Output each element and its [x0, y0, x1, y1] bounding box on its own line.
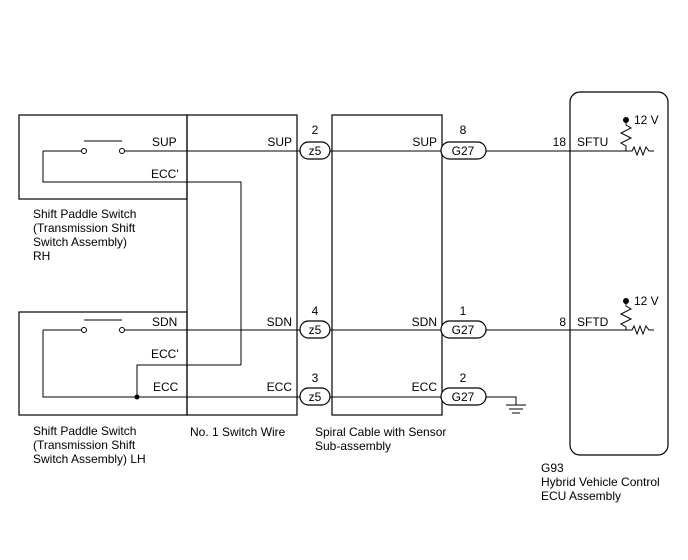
svg-text:Spiral Cable with Sensor: Spiral Cable with Sensor: [315, 425, 446, 439]
switch-lh-contact-right: [119, 327, 125, 333]
pin-number: 2: [460, 371, 467, 385]
connector-label: G27: [452, 323, 475, 337]
ecc-wire-left: [42, 330, 304, 398]
pin-label: SFTU: [577, 135, 608, 149]
pin-label: ECC': [151, 167, 179, 181]
connector-z5-sdn: [299, 320, 331, 339]
pin-number: 8: [559, 315, 566, 329]
connector-z5-sup: [299, 141, 331, 160]
svg-text:Switch Assembly) LH: Switch Assembly) LH: [33, 452, 146, 466]
pin-label: ECC: [267, 380, 293, 394]
switch-rh-contact-right: [119, 148, 125, 154]
pin-number: 2: [312, 123, 319, 137]
connector-label: G27: [452, 390, 475, 404]
ecu-name: G93 Hybrid Vehicle Control ECU Assembly: [541, 461, 660, 503]
pin-number: 18: [553, 135, 567, 149]
ecc-junction-dot: [134, 394, 140, 400]
pin-label: SUP: [267, 135, 292, 149]
switch-lh-name: Shift Paddle Switch (Transmission Shift …: [33, 424, 146, 466]
pin-number: 1: [460, 304, 467, 318]
connector-z5-ecc: [299, 387, 331, 406]
supply-voltage-label: 12 V: [634, 113, 659, 127]
pin-number: 8: [460, 123, 467, 137]
ecc-prime-wire-rh: [42, 151, 242, 365]
spiral-cable-name: Spiral Cable with Sensor Sub-assembly: [315, 425, 446, 453]
switch-lh-contact-left: [81, 327, 87, 333]
connector-label: z5: [309, 144, 322, 158]
switch-rh-contact-left: [81, 148, 87, 154]
pin-number: 4: [312, 304, 319, 318]
pin-label: SUP: [412, 135, 437, 149]
pullup-resistor-sftd: [619, 298, 654, 336]
supply-voltage-label: 12 V: [634, 294, 659, 308]
pin-label: SFTD: [577, 315, 609, 329]
svg-text:RH: RH: [33, 249, 50, 263]
pin-label: ECC: [153, 380, 179, 394]
pin-label: ECC: [412, 380, 438, 394]
svg-text:(Transmission Shift: (Transmission Shift: [33, 438, 136, 452]
svg-text:G93: G93: [541, 461, 564, 475]
ecu-box: [569, 91, 669, 456]
svg-text:Switch Assembly): Switch Assembly): [33, 235, 127, 249]
switch-rh-name: Shift Paddle Switch (Transmission Shift …: [33, 207, 136, 263]
pin-number: 3: [312, 371, 319, 385]
switch-wire-box: [186, 114, 298, 416]
pin-label: ECC': [151, 347, 179, 361]
connector-label: z5: [309, 323, 322, 337]
spiral-cable-box: [331, 114, 443, 416]
connector-label: G27: [452, 144, 475, 158]
switch-rh-box: [18, 114, 188, 200]
pin-label: SDN: [267, 315, 292, 329]
ecc-prime-wire-lh: [136, 364, 241, 397]
connector-g27-ecc: [440, 387, 487, 406]
ground-icon: [506, 404, 526, 414]
ground-wire: [484, 396, 517, 405]
connector-label: z5: [309, 390, 322, 404]
svg-text:ECU Assembly: ECU Assembly: [541, 489, 621, 503]
pin-label: SUP: [152, 135, 177, 149]
svg-text:Hybrid Vehicle Control: Hybrid Vehicle Control: [541, 475, 660, 489]
connector-g27-sup: [440, 141, 487, 160]
svg-text:Shift Paddle Switch: Shift Paddle Switch: [33, 207, 136, 221]
svg-text:(Transmission Shift: (Transmission Shift: [33, 221, 136, 235]
svg-text:Shift Paddle Switch: Shift Paddle Switch: [33, 424, 136, 438]
connector-g27-sdn: [440, 320, 487, 339]
pullup-resistor-sftu: [619, 117, 654, 157]
pin-label: SDN: [412, 315, 437, 329]
svg-text:Sub-assembly: Sub-assembly: [315, 439, 391, 453]
switch-wire-name: No. 1 Switch Wire: [190, 425, 286, 439]
pin-label: SDN: [152, 315, 177, 329]
